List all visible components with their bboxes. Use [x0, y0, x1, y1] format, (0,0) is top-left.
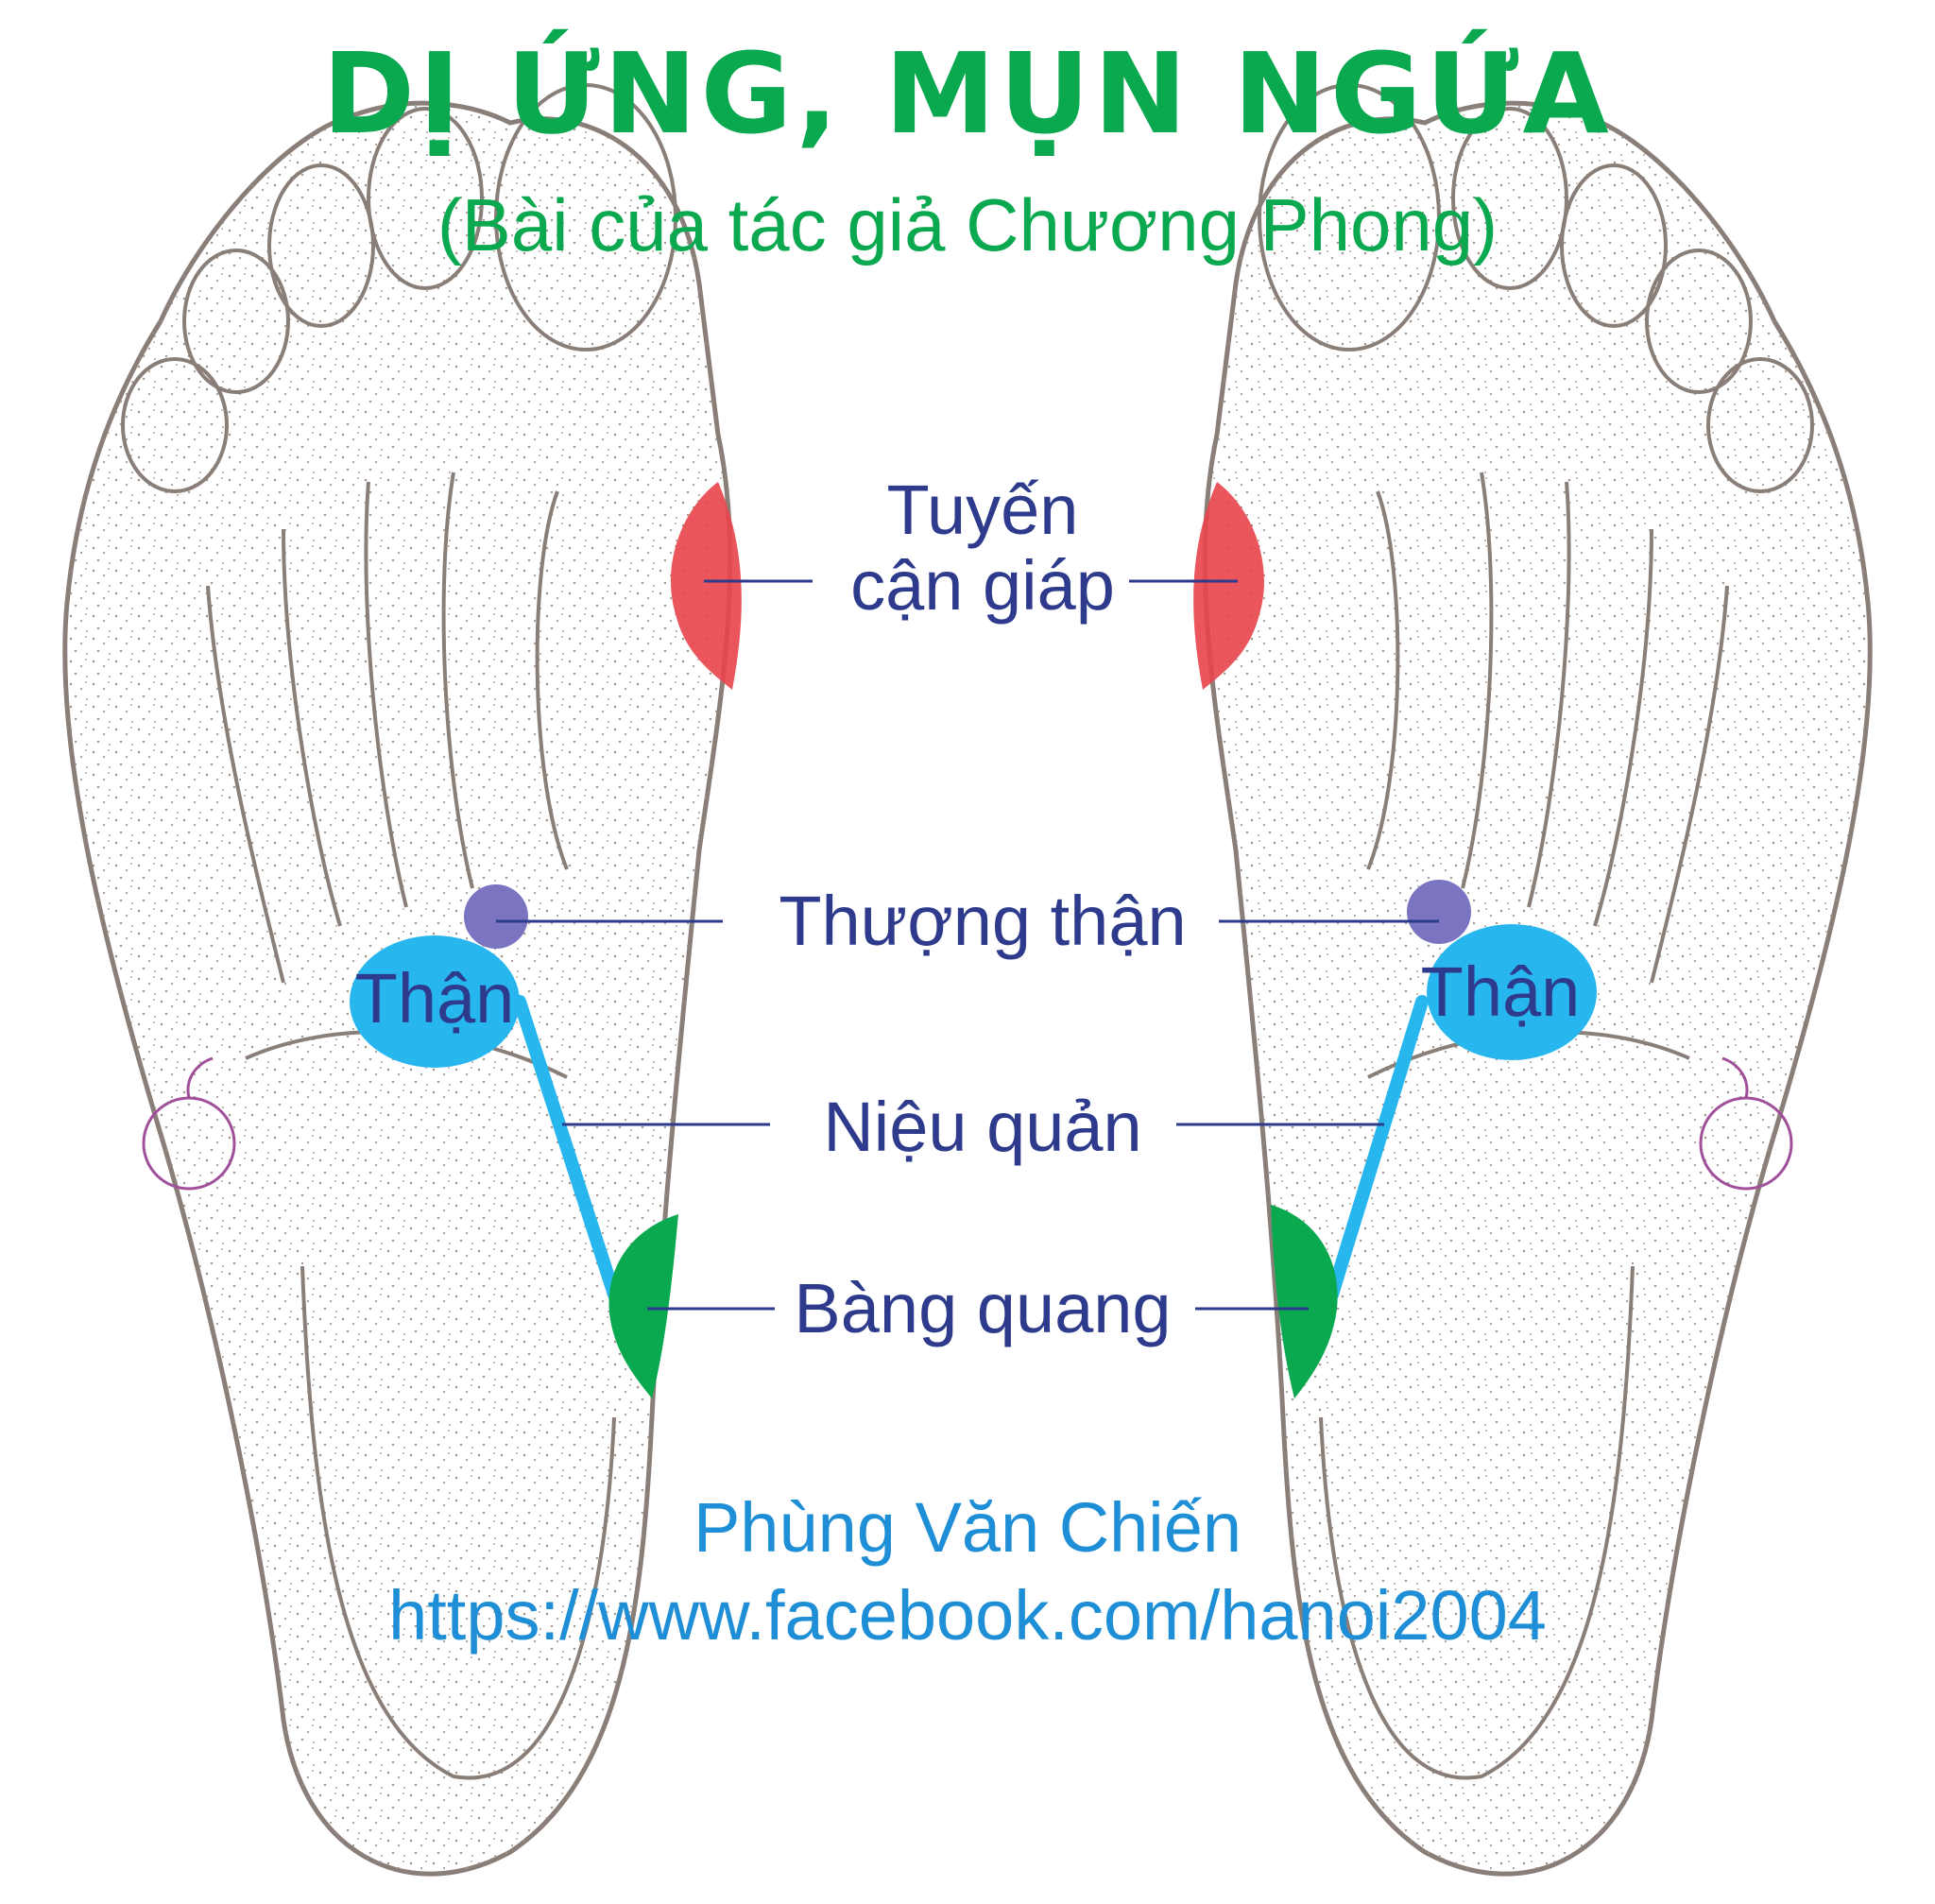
- right-heel-contour: [1319, 1265, 1635, 1780]
- label-parathyroid-line1: Tuyến: [887, 471, 1079, 549]
- right-toe-2: [1451, 107, 1568, 290]
- label-ureter: Niệu quản: [823, 1088, 1141, 1166]
- left-toe-5: [121, 357, 229, 493]
- label-adrenal: Thượng thận: [779, 882, 1186, 960]
- left-toe-2: [367, 107, 484, 290]
- credit-url[interactable]: https://www.facebook.com/hanoi2004: [388, 1576, 1547, 1655]
- left-parathyroid-zone: [671, 482, 742, 690]
- right-toe-5: [1706, 357, 1814, 493]
- left-metatarsal-3: [364, 481, 408, 908]
- right-adrenal-zone: [1407, 880, 1471, 944]
- right-metatarsal-4: [1593, 528, 1653, 927]
- right-metatarsal-5: [1650, 585, 1729, 984]
- right-metatarsal-1: [1366, 490, 1400, 870]
- label-kidney-right: Thận: [1421, 952, 1581, 1031]
- left-toe-3: [267, 163, 375, 328]
- left-big-toe: [494, 83, 677, 352]
- left-metatarsal-5: [206, 585, 285, 984]
- left-adrenal-zone: [464, 884, 528, 949]
- right-kidney-zone: [1427, 924, 1597, 1060]
- left-metatarsal-1: [535, 490, 569, 870]
- left-ureter: [513, 995, 621, 1301]
- label-parathyroid-line2: cận giáp: [850, 546, 1115, 625]
- left-toe-4: [182, 249, 290, 394]
- left-metatarsal-2: [441, 472, 474, 889]
- right-metatarsal-2: [1461, 472, 1494, 889]
- label-bladder: Bàng quang: [794, 1269, 1171, 1347]
- right-big-toe: [1258, 83, 1441, 352]
- page-subtitle: (Bài của tác giả Chương Phong): [437, 183, 1498, 266]
- right-ureter: [1326, 995, 1429, 1301]
- left-heel-contour: [300, 1265, 616, 1780]
- label-kidney-left: Thận: [355, 959, 515, 1038]
- right-bladder-zone: [1271, 1205, 1338, 1398]
- page-title: DỊ ỨNG, MỤN NGỨA: [322, 28, 1613, 159]
- right-toe-3: [1560, 163, 1668, 328]
- right-metatarsal-3: [1527, 481, 1571, 908]
- left-kidney-zone: [350, 935, 520, 1068]
- right-apple-doodle: [1699, 1056, 1793, 1191]
- right-parathyroid-zone: [1193, 482, 1264, 690]
- left-apple-doodle: [142, 1056, 236, 1191]
- left-metatarsal-4: [282, 528, 342, 927]
- left-bladder-zone: [608, 1214, 678, 1398]
- right-toe-4: [1645, 249, 1753, 394]
- credit-author: Phùng Văn Chiến: [694, 1488, 1241, 1567]
